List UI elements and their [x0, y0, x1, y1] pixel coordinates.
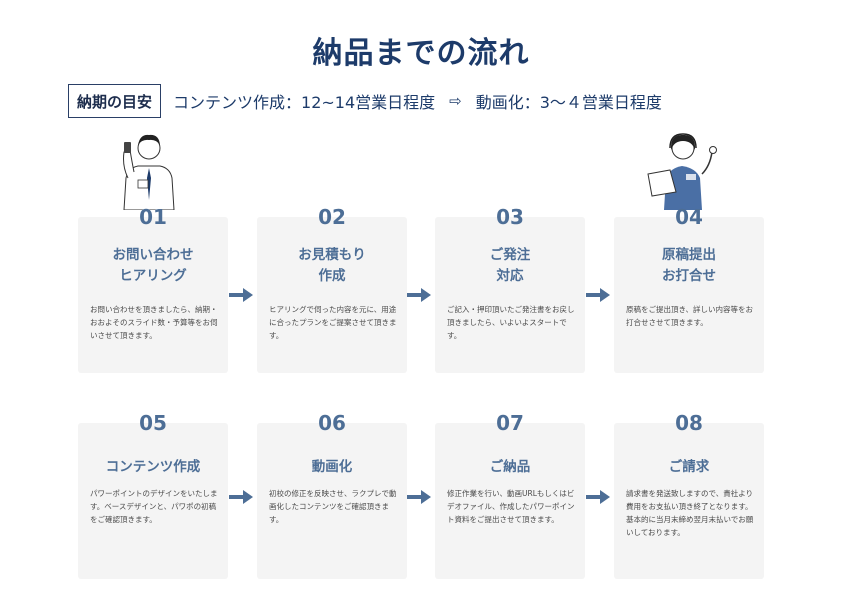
step-card: 04 原稿提出 お打合せ 原稿をご提出頂き、詳しい内容等をお打合せさせて頂きます…: [614, 205, 764, 373]
step-description: ヒアリングで伺った内容を元に、用途に合ったプランをご提案させて頂きます。: [269, 305, 397, 340]
step-description: ご記入・押印頂いたご発注書をお戻し頂きましたら、いよいよスタートです。: [447, 305, 575, 340]
right-arrow-icon: [229, 288, 253, 302]
step-card: 07 ご納品 修正作業を行い、動画URLもしくはビデオファイル、作成したパワーポ…: [435, 411, 585, 579]
step-number: 07: [496, 411, 524, 435]
step-description: お問い合わせを頂きましたら、納期・おおよそのスライド数・予算等をお伺いさせて頂き…: [90, 305, 218, 340]
man-holding-phone-illustration: [123, 134, 175, 210]
step-card: 01 お問い合わせ ヒアリング お問い合わせを頂きましたら、納期・おおよそのスラ…: [78, 205, 228, 373]
step-title: 動画化: [311, 459, 353, 475]
step-description: 修正作業を行い、動画URLもしくはビデオファイル、作成したパワーポイント資料をご…: [447, 489, 575, 524]
step-title: ご請求: [668, 459, 710, 475]
step-title: お見積もり 作成: [298, 247, 366, 284]
step-number: 03: [496, 205, 524, 229]
lead-time-row: 納期の目安 コンテンツ作成：12~14営業日程度 ⇨ 動画化：3〜４営業日程度: [68, 84, 662, 118]
page-title: 納品までの流れ: [312, 36, 530, 71]
right-arrow-icon: [229, 490, 253, 504]
content-lead-time: コンテンツ作成：12~14営業日程度: [173, 93, 436, 112]
step-title: お問い合わせ ヒアリング: [112, 247, 194, 284]
right-arrow-icon: [586, 288, 610, 302]
step-number: 02: [318, 205, 346, 229]
step-number: 01: [139, 205, 167, 229]
step-card: 02 お見積もり 作成 ヒアリングで伺った内容を元に、用途に合ったプランをご提案…: [257, 205, 407, 373]
step-description: パワーポイントのデザインをいたします。ベースデザインと、パワポの初稿をご確認頂き…: [90, 489, 218, 524]
step-number: 08: [675, 411, 703, 435]
right-arrow-icon: [586, 490, 610, 504]
step-title: ご発注 対応: [489, 247, 531, 284]
lead-time-badge: 納期の目安: [68, 84, 162, 118]
step-number: 06: [318, 411, 346, 435]
step-card: 08 ご請求 請求書を発送致しますので、貴社より費用をお支払い頂き終了となります…: [614, 411, 764, 579]
right-arrow-icon: [407, 490, 431, 504]
step-card: 06 動画化 初校の修正を反映させ、ラクプレで動画化したコンテンツをご確認頂きま…: [257, 411, 407, 579]
step-title: ご納品: [489, 459, 531, 475]
right-arrow-icon: [407, 288, 431, 302]
video-lead-time: 動画化：3〜４営業日程度: [475, 93, 662, 112]
step-card: 03 ご発注 対応 ご記入・押印頂いたご発注書をお戻し頂きましたら、いよいよスタ…: [435, 205, 585, 373]
lead-arrow-icon: ⇨: [449, 92, 462, 110]
step-title: 原稿提出 お打合せ: [662, 247, 716, 284]
step-description: 請求書を発送致しますので、貴社より費用をお支払い頂き終了となります。基本的に当月…: [626, 489, 754, 537]
woman-headset-laptop-illustration: [647, 133, 717, 210]
step-title: コンテンツ作成: [105, 459, 201, 475]
step-number: 05: [139, 411, 167, 435]
step-description: 初校の修正を反映させ、ラクプレで動画化したコンテンツをご確認頂きます。: [269, 489, 397, 524]
step-number: 04: [675, 205, 703, 229]
step-description: 原稿をご提出頂き、詳しい内容等をお打合せさせて頂きます。: [626, 305, 753, 327]
step-card: 05 コンテンツ作成 パワーポイントのデザインをいたします。ベースデザインと、パ…: [78, 411, 228, 579]
